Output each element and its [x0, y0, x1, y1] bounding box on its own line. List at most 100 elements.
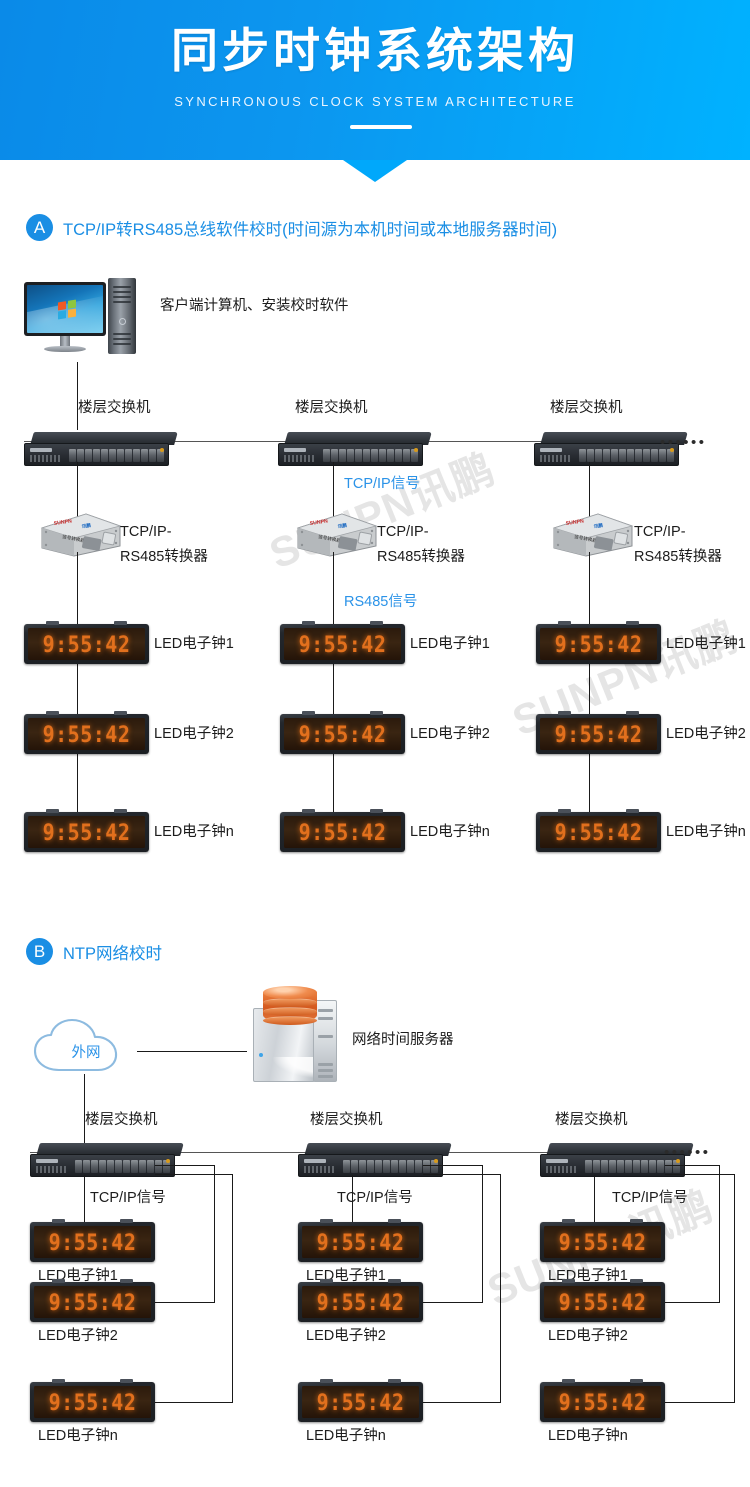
led-clock-time: 9:55:42: [316, 1288, 405, 1316]
monitor-stand: [60, 336, 70, 347]
svg-text:信号转换器: 信号转换器: [62, 533, 86, 544]
wire-pc-to-switch: [77, 362, 79, 430]
page-banner: 同步时钟系统架构 SYNCHRONOUS CLOCK SYSTEM ARCHIT…: [0, 0, 750, 160]
wire-branch-clock2-in-col1: [153, 1302, 215, 1304]
signal-label-tcpip-col2: TCP/IP信号: [337, 1190, 413, 1206]
led-clock: 9:55:42: [298, 1379, 423, 1422]
wire-branch-clock2-in-col2: [421, 1302, 483, 1304]
tower-icon: [108, 278, 136, 354]
network-switch-col2: [278, 432, 432, 466]
converter-col3: SUNPN 讯鹏 信号转换器: [546, 512, 634, 558]
svg-text:信号转换器: 信号转换器: [574, 533, 598, 544]
wire-branch-clockn-in-col2: [421, 1402, 501, 1404]
wire-cloud-to-server: [137, 1051, 247, 1053]
wire-rs485-bus-col2: [333, 552, 335, 844]
switch-label-col2: 楼层交换机: [310, 1112, 383, 1128]
led-clock-label: LED电子钟2: [306, 1328, 386, 1344]
led-clock: 9:55:42: [298, 1279, 423, 1322]
internet-cloud-icon: 外网: [26, 1014, 146, 1080]
client-computer-label: 客户端计算机、安装校时软件: [160, 298, 349, 314]
wire-branch-clockn-v-col1: [232, 1174, 234, 1403]
switch-label-col1: 楼层交换机: [78, 400, 151, 416]
client-computer-icon: [24, 278, 142, 362]
monitor-base: [44, 346, 86, 352]
led-clock-label: LED电子钟1: [666, 636, 746, 652]
led-clock: 9:55:42: [280, 711, 405, 754]
section-b-title: NTP网络校时: [63, 944, 162, 963]
svg-text:信号转换器: 信号转换器: [318, 533, 342, 544]
page-title: 同步时钟系统架构: [171, 24, 579, 77]
wire-branch-clock2-col2: [423, 1165, 483, 1167]
led-clock: 9:55:42: [30, 1219, 155, 1262]
ntp-server-icon: [245, 986, 345, 1084]
converter-label-col1: TCP/IP- RS485转换器: [120, 520, 208, 570]
wire-branch-clockn-col2: [423, 1174, 501, 1176]
converter-label-line2: RS485转换器: [120, 549, 208, 565]
page-subtitle: SYNCHRONOUS CLOCK SYSTEM ARCHITECTURE: [174, 94, 576, 109]
wire-branch-clock2-col1: [155, 1165, 215, 1167]
signal-label-tcpip-col1: TCP/IP信号: [90, 1190, 166, 1206]
led-clock: 9:55:42: [540, 1219, 665, 1262]
led-clock-time: 9:55:42: [42, 818, 131, 846]
power-button-icon: [119, 318, 126, 325]
led-clock: 9:55:42: [540, 1279, 665, 1322]
network-switch-col2: [298, 1143, 452, 1177]
network-switch-col1: [24, 432, 178, 466]
svg-text:讯鹏: 讯鹏: [81, 522, 91, 530]
wire-branch-clock2-v-col2: [482, 1165, 484, 1303]
converter-col1: SUNPN 讯鹏 信号转换器: [34, 512, 122, 558]
converter-label-col3: TCP/IP- RS485转换器: [634, 520, 722, 570]
wire-branch-clock2-v-col1: [214, 1165, 216, 1303]
signal-label-rs485-a: RS485信号: [344, 594, 418, 610]
led-clock-label: LED电子钟n: [548, 1428, 628, 1444]
led-clock-label: LED电子钟2: [548, 1328, 628, 1344]
led-clock: 9:55:42: [280, 621, 405, 664]
led-clock: 9:55:42: [30, 1279, 155, 1322]
led-clock: 9:55:42: [298, 1219, 423, 1262]
led-clock-label: LED电子钟2: [410, 726, 490, 742]
network-switch-col3: [534, 432, 688, 466]
section-a-title: TCP/IP转RS485总线软件校时(时间源为本机时间或本地服务器时间): [63, 220, 558, 239]
led-clock: 9:55:42: [536, 711, 661, 754]
wire-branch-clockn-in-col3: [663, 1402, 735, 1404]
section-a-badge: A: [26, 214, 53, 241]
led-clock: 9:55:42: [30, 1379, 155, 1422]
wire-branch-clock2-col3: [665, 1165, 720, 1167]
led-clock-label: LED电子钟n: [154, 824, 234, 840]
wire-switch-to-clock1-col3: [594, 1175, 596, 1225]
led-clock-time: 9:55:42: [558, 1288, 647, 1316]
signal-label-tcpip-a: TCP/IP信号: [344, 476, 420, 492]
led-clock: 9:55:42: [24, 621, 149, 664]
cloud-label: 外网: [71, 1045, 101, 1061]
wire-rs485-bus-col3: [589, 552, 591, 844]
converter-label-line2: RS485转换器: [634, 549, 722, 565]
led-clock-label: LED电子钟2: [666, 726, 746, 742]
wire-branch-clock2-v-col3: [719, 1165, 721, 1303]
wire-branch-clockn-col1: [155, 1174, 233, 1176]
svg-text:SUNPN: SUNPN: [53, 518, 72, 527]
switch-label-col3: 楼层交换机: [550, 400, 623, 416]
led-clock-time: 9:55:42: [554, 818, 643, 846]
led-clock-label: LED电子钟n: [306, 1428, 386, 1444]
network-switch-col3: [540, 1143, 694, 1177]
converter-col2: SUNPN 讯鹏 信号转换器: [290, 512, 378, 558]
led-clock-label: LED电子钟n: [38, 1428, 118, 1444]
led-clock-label: LED电子钟n: [410, 824, 490, 840]
svg-text:SUNPN: SUNPN: [565, 518, 584, 527]
converter-label-line1: TCP/IP-: [634, 524, 686, 540]
svg-text:讯鹏: 讯鹏: [593, 522, 603, 530]
network-switch-col1: [30, 1143, 184, 1177]
wire-cloud-to-switch: [84, 1074, 86, 1144]
ellipsis-switches-a: ••••••: [660, 434, 707, 451]
led-clock: 9:55:42: [24, 809, 149, 852]
led-clock-time: 9:55:42: [316, 1228, 405, 1256]
led-clock-time: 9:55:42: [558, 1388, 647, 1416]
server-status-led: [259, 1053, 263, 1057]
led-clock-time: 9:55:42: [42, 720, 131, 748]
section-b-header: B NTP网络校时: [26, 938, 162, 965]
led-clock: 9:55:42: [536, 809, 661, 852]
wire-switch-to-clock1-col2: [352, 1175, 354, 1225]
section-b-badge: B: [26, 938, 53, 965]
led-clock-label: LED电子钟1: [154, 636, 234, 652]
